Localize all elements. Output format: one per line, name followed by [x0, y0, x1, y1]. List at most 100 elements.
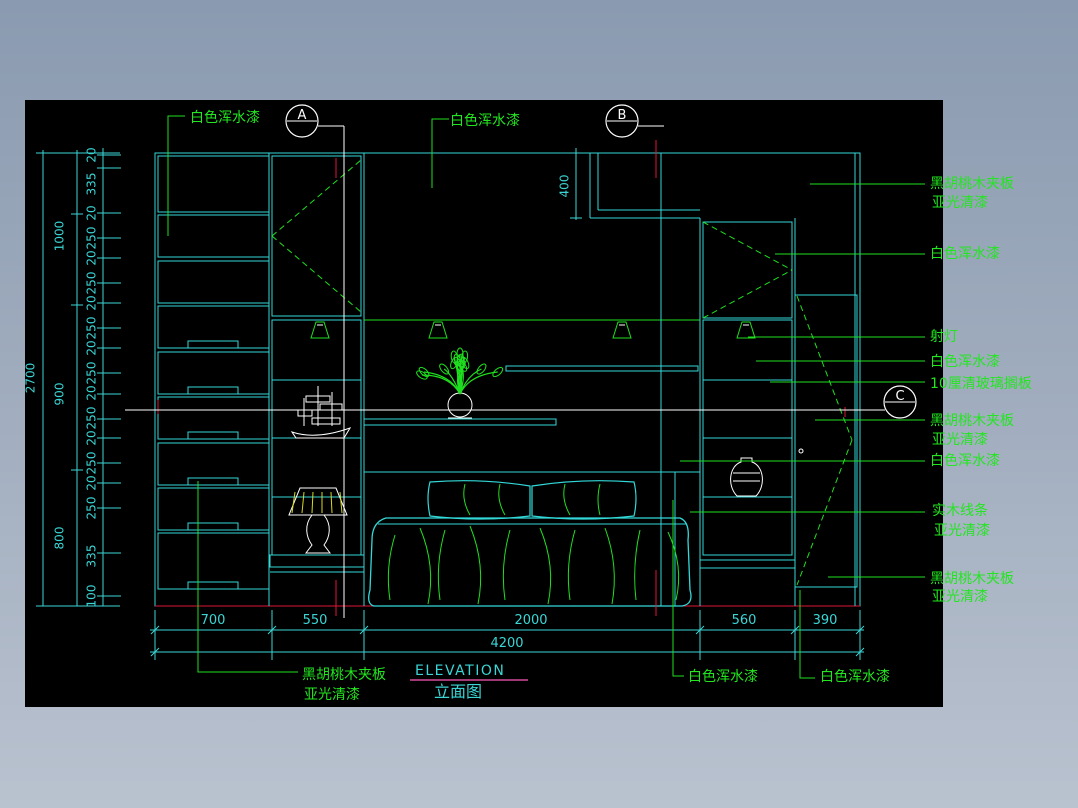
label-right-6b: 亚光清漆 [932, 432, 988, 448]
leader-bottom-right [799, 590, 815, 679]
dim-label-small: 250 [85, 362, 99, 385]
dim-label-bottom: 2000 [514, 613, 547, 628]
dim-label-bottom: 550 [303, 613, 328, 628]
section-b-label: B [618, 108, 627, 123]
tall-door-swing2 [796, 439, 853, 586]
flower-leaf [476, 363, 487, 375]
bed-fold [634, 529, 641, 601]
label-bottom-left-b: 亚光清漆 [304, 687, 360, 703]
tall-door-swing1 [796, 295, 853, 441]
dim-tick-bottom [267, 625, 277, 635]
spotlight-icon [310, 321, 330, 339]
label-right-7: 白色浑水漆 [930, 452, 1000, 469]
pillow-wrinkle [463, 483, 471, 516]
flower-leaf [450, 356, 459, 370]
section-c-label: C [895, 389, 904, 404]
flower-leaf [492, 366, 504, 378]
dim-label-small: 20 [85, 430, 99, 445]
bed-fold [469, 525, 482, 605]
ship-hull-icon [290, 427, 352, 439]
label-right-1a: 黑胡桃木夹板 [930, 176, 1014, 192]
dim-tick-bottom-total [150, 647, 160, 657]
label-right-8a: 实木线条 [932, 502, 988, 519]
label-right-3: 射灯 [930, 329, 958, 345]
bed-fold [387, 534, 396, 601]
drawer-handle [187, 340, 239, 349]
dim-label-small: 250 [85, 497, 99, 520]
dim-tick-bottom [359, 625, 369, 635]
section-marker-a: A [285, 104, 319, 138]
section-a-label: A [298, 108, 307, 123]
leader-top-left [167, 115, 185, 236]
drawer-handle [187, 431, 239, 440]
label-top-center: 白色浑水漆 [450, 112, 520, 129]
dim-label-small: 250 [85, 407, 99, 430]
dim-label-small: 100 [85, 585, 99, 608]
pillow-wrinkle [597, 483, 601, 516]
dim-tick-bottom-total [855, 647, 865, 657]
dim-label-mid: 1000 [53, 221, 67, 252]
pillow-wrinkle [498, 483, 506, 516]
leader-bottom-mid [672, 500, 684, 677]
dim-label-small: 20 [85, 340, 99, 355]
label-bottom-left-a: 黑胡桃木夹板 [302, 667, 386, 683]
flower-leaf [456, 347, 464, 361]
lamp-shade-pleat [330, 491, 333, 514]
door-swing-b1 [702, 221, 793, 271]
label-right-9a: 黑胡桃木夹板 [930, 571, 1014, 587]
glass-shelf-upper [505, 365, 699, 372]
dim-label-bottom-total: 4200 [490, 636, 523, 651]
leader-bottom-left [197, 481, 298, 673]
drawing-area [25, 100, 943, 707]
dimension-texts: 2033520250202502025020250202502025020250… [24, 147, 838, 651]
ship-sail [311, 417, 341, 425]
lamp-shade-icon [288, 487, 348, 516]
dim-tick-bottom [150, 625, 160, 635]
dim-label-bottom: 560 [732, 613, 757, 628]
lamp-shade-pleat [311, 491, 314, 514]
bed-cover-icon [368, 517, 692, 607]
dim-label-top: 400 [558, 175, 572, 198]
lamp-shade-pleat [339, 491, 343, 514]
flower-leaf [460, 350, 469, 364]
pot-icon [730, 457, 763, 497]
dim-label-small: 250 [85, 452, 99, 475]
dim-label-small: 250 [85, 317, 99, 340]
bed-fold [567, 529, 576, 601]
dim-label-mid: 800 [53, 527, 67, 550]
door-swing-b2 [702, 269, 793, 319]
door-knob [798, 448, 804, 454]
cabinet-outline [154, 152, 861, 607]
label-right-8b: 亚光清漆 [934, 523, 990, 539]
flower-leaf [439, 363, 450, 375]
dim-label-bottom: 700 [201, 613, 226, 628]
furniture-drawings [288, 321, 763, 607]
bed-fold [539, 527, 552, 605]
dim-tick-bottom [855, 625, 865, 635]
dim-tick-bottom [695, 625, 705, 635]
spotlight-icon [612, 321, 632, 339]
label-top-left: 白色浑水漆 [190, 109, 260, 126]
dim-label-small: 20 [85, 295, 99, 310]
flower-leaf [418, 366, 430, 378]
label-right-1b: 亚光清漆 [932, 195, 988, 211]
dim-label-total: 2700 [24, 363, 38, 394]
dim-label-small: 250 [85, 272, 99, 295]
dim-label-mid: 900 [53, 383, 67, 406]
ship-sail [305, 395, 331, 403]
section-marker-b: B [605, 104, 639, 138]
title-en: ELEVATION [415, 663, 505, 679]
bed-fold [437, 529, 446, 601]
leader-top-center [431, 118, 449, 188]
drawing-title: ELEVATION 立面图 [410, 663, 528, 701]
dim-label-small: 335 [85, 545, 99, 568]
drawer-handle [187, 477, 239, 486]
bed-fold [502, 529, 511, 601]
flower-leaf [456, 360, 466, 372]
label-right-6a: 黑胡桃木夹板 [930, 413, 1014, 429]
dim-label-small: 20 [85, 475, 99, 490]
tall-door [794, 294, 858, 588]
spotlight-icon [736, 321, 756, 339]
lamp-shade-pleat [291, 491, 296, 514]
